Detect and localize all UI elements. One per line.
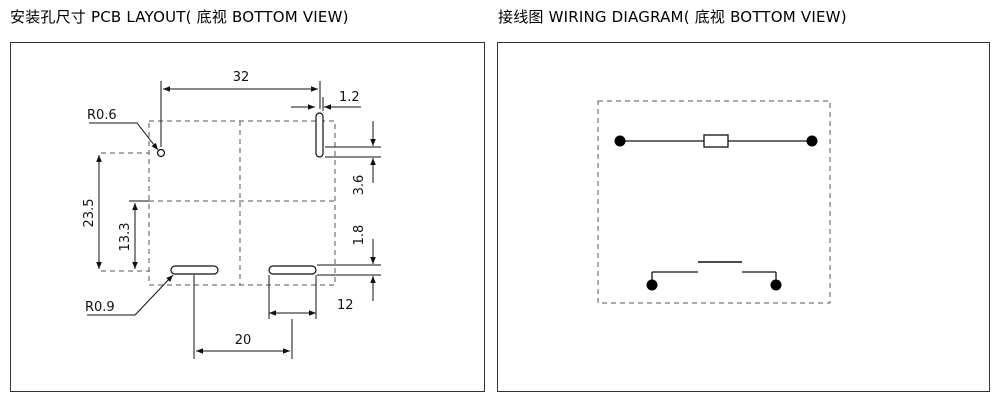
dim-height-mid	[129, 200, 149, 269]
dim-label-3-6: 3.6	[352, 175, 367, 196]
pcb-layout-drawing: 32 1.2 R0.6 23.5 13.3	[82, 70, 381, 359]
wiring-diagram-drawing	[597, 100, 831, 304]
dim-right-offsets	[317, 121, 381, 301]
bottom-slot-right	[268, 265, 317, 275]
bottom-slot-left	[170, 265, 219, 275]
wiring-diagram-title: 接线图 WIRING DIAGRAM( 底视 BOTTOM VIEW)	[498, 8, 847, 26]
dim-label-20: 20	[235, 333, 252, 348]
switch-terminal-left	[646, 279, 658, 291]
dim-bottom-spacing	[193, 275, 293, 359]
dim-label-1-8: 1.8	[352, 225, 367, 246]
dim-slot-width	[291, 97, 361, 111]
pin-hole-r06	[156, 148, 166, 158]
coil-terminal-left	[614, 135, 626, 147]
dim-label-r06: R0.6	[87, 108, 117, 123]
dim-top-width	[160, 81, 321, 147]
switch-terminal-right	[770, 279, 782, 291]
dim-slot-length	[268, 275, 317, 319]
switch-contact	[651, 261, 777, 285]
coil-circuit	[614, 134, 818, 148]
coil-resistor	[703, 134, 729, 148]
dim-label-1-2: 1.2	[339, 90, 360, 105]
relay-outline	[597, 100, 831, 304]
pcb-layout-title: 安装孔尺寸 PCB LAYOUT( 底视 BOTTOM VIEW)	[10, 8, 349, 26]
pcb-layout-panel: 32 1.2 R0.6 23.5 13.3	[10, 42, 485, 392]
dim-label-13-3: 13.3	[118, 223, 133, 252]
dim-label-r09: R0.9	[85, 300, 115, 315]
coil-terminal-right	[806, 135, 818, 147]
leader-r09	[87, 274, 174, 316]
dim-label-12: 12	[337, 298, 354, 313]
pcb-outline-grid	[101, 120, 336, 286]
dim-label-23-5: 23.5	[82, 199, 97, 228]
dim-label-32: 32	[233, 70, 250, 85]
leader-r06	[89, 122, 159, 151]
vertical-slot	[315, 112, 324, 158]
wiring-diagram-panel	[497, 42, 990, 392]
